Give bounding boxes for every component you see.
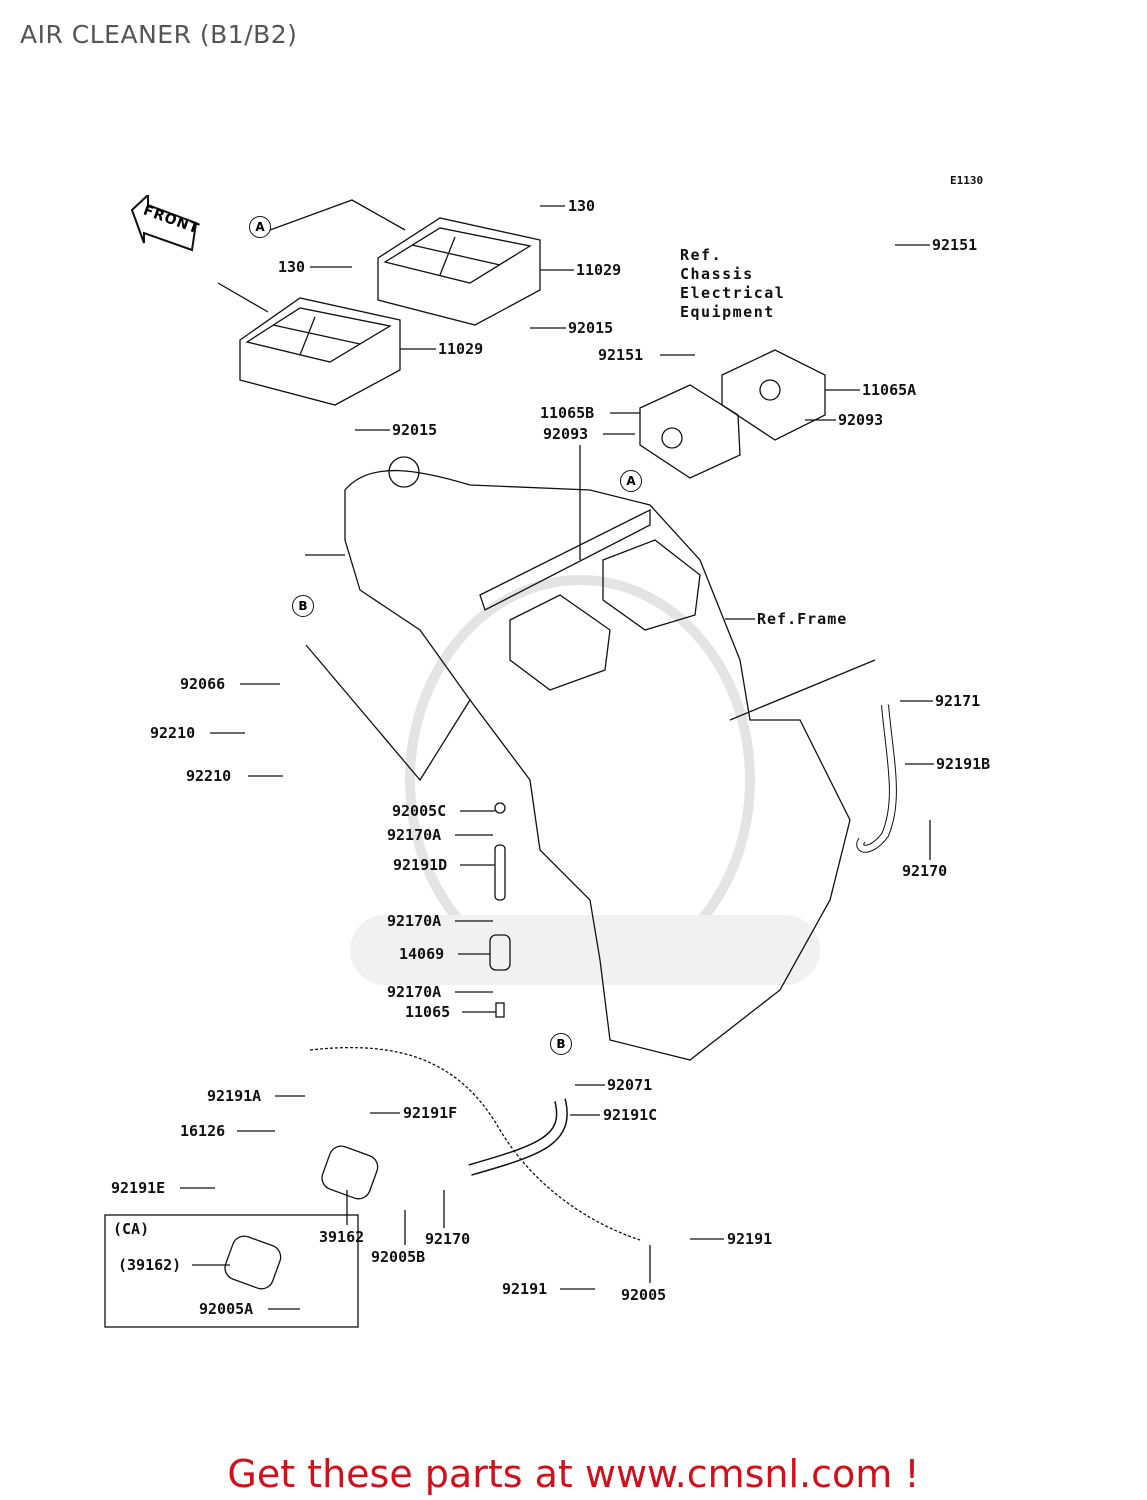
part-label[interactable]: 11029 — [576, 261, 622, 279]
page-title: AIR CLEANER (B1/B2) — [20, 20, 298, 49]
part-label[interactable]: 92191E — [111, 1179, 166, 1197]
part-label[interactable]: 92170 — [425, 1230, 471, 1248]
part-label[interactable]: 92071 — [607, 1076, 653, 1094]
callout-a: A — [620, 470, 642, 492]
cover-11065b — [639, 384, 741, 479]
ref-line: Equipment — [680, 303, 775, 321]
part-label[interactable]: 16126 — [180, 1122, 226, 1140]
part-label[interactable]: (39162) — [118, 1256, 182, 1274]
part-label[interactable]: 92015 — [568, 319, 614, 337]
part-label[interactable]: 92210 — [150, 724, 196, 742]
part-label[interactable]: 92191 — [727, 1230, 773, 1248]
part-label[interactable]: 92191D — [393, 856, 448, 874]
part-label[interactable]: 92005C — [392, 802, 447, 820]
ca-box-label: (CA) — [113, 1220, 150, 1238]
part-label[interactable]: 92093 — [838, 411, 884, 429]
footer-link[interactable]: Get these parts at www.cmsnl.com ! — [227, 1452, 920, 1496]
cover-11065a — [721, 349, 826, 441]
part-label[interactable]: 92191 — [502, 1280, 548, 1298]
ref-chassis: Ref. Chassis Electrical Equipment — [680, 246, 785, 322]
callout-a: A — [249, 216, 271, 238]
watermark-logo — [350, 575, 820, 985]
part-label[interactable]: 92066 — [180, 675, 226, 693]
part-label[interactable]: 39162 — [319, 1228, 365, 1246]
part-label[interactable]: 92170A — [387, 826, 442, 844]
part-label[interactable]: 92170 — [902, 862, 948, 880]
part-label[interactable]: 92191C — [603, 1106, 658, 1124]
part-label[interactable]: 92151 — [932, 236, 978, 254]
part-label[interactable]: 92093 — [543, 425, 589, 443]
part-label[interactable]: 92015 — [392, 421, 438, 439]
part-label[interactable]: 130 — [568, 197, 596, 215]
part-label[interactable]: 11065A — [862, 381, 917, 399]
filter-39162 — [321, 1145, 379, 1200]
frame — [344, 456, 851, 1061]
ref-frame: Ref.Frame — [757, 610, 848, 628]
part-label[interactable]: 92191A — [207, 1087, 262, 1105]
ref-line: Chassis — [680, 265, 754, 283]
leader-lines — [180, 205, 934, 1310]
part-stack — [489, 802, 511, 1018]
part-label[interactable]: 92005A — [199, 1300, 254, 1318]
part-label[interactable]: 92170A — [387, 912, 442, 930]
callout-b: B — [292, 595, 314, 617]
diagram-code: E1130 — [950, 174, 984, 187]
part-label[interactable]: 92005B — [371, 1248, 426, 1266]
part-label[interactable]: 92151 — [598, 346, 644, 364]
part-label[interactable]: 92171 — [935, 692, 981, 710]
part-label[interactable]: 92191F — [403, 1104, 458, 1122]
part-label[interactable]: 92005 — [621, 1286, 667, 1304]
air-filter-upper — [377, 217, 541, 326]
part-label[interactable]: 92210 — [186, 767, 232, 785]
part-label[interactable]: 14069 — [399, 945, 445, 963]
part-label[interactable]: 11065 — [405, 1003, 451, 1021]
ref-line: Ref. — [680, 246, 723, 264]
air-filter-lower — [239, 297, 401, 406]
parts-diagram — [104, 199, 934, 1328]
callout-b: B — [550, 1033, 572, 1055]
part-label[interactable]: 130 — [278, 258, 306, 276]
part-label[interactable]: 11065B — [540, 404, 595, 422]
part-label[interactable]: 92191B — [936, 755, 991, 773]
ref-line: Electrical — [680, 284, 786, 302]
ca-box — [104, 1214, 359, 1328]
part-label[interactable]: 92170A — [387, 983, 442, 1001]
front-arrow-icon: FRONT — [130, 192, 201, 255]
group-bracket-a — [269, 199, 406, 231]
part-label[interactable]: 11029 — [438, 340, 484, 358]
